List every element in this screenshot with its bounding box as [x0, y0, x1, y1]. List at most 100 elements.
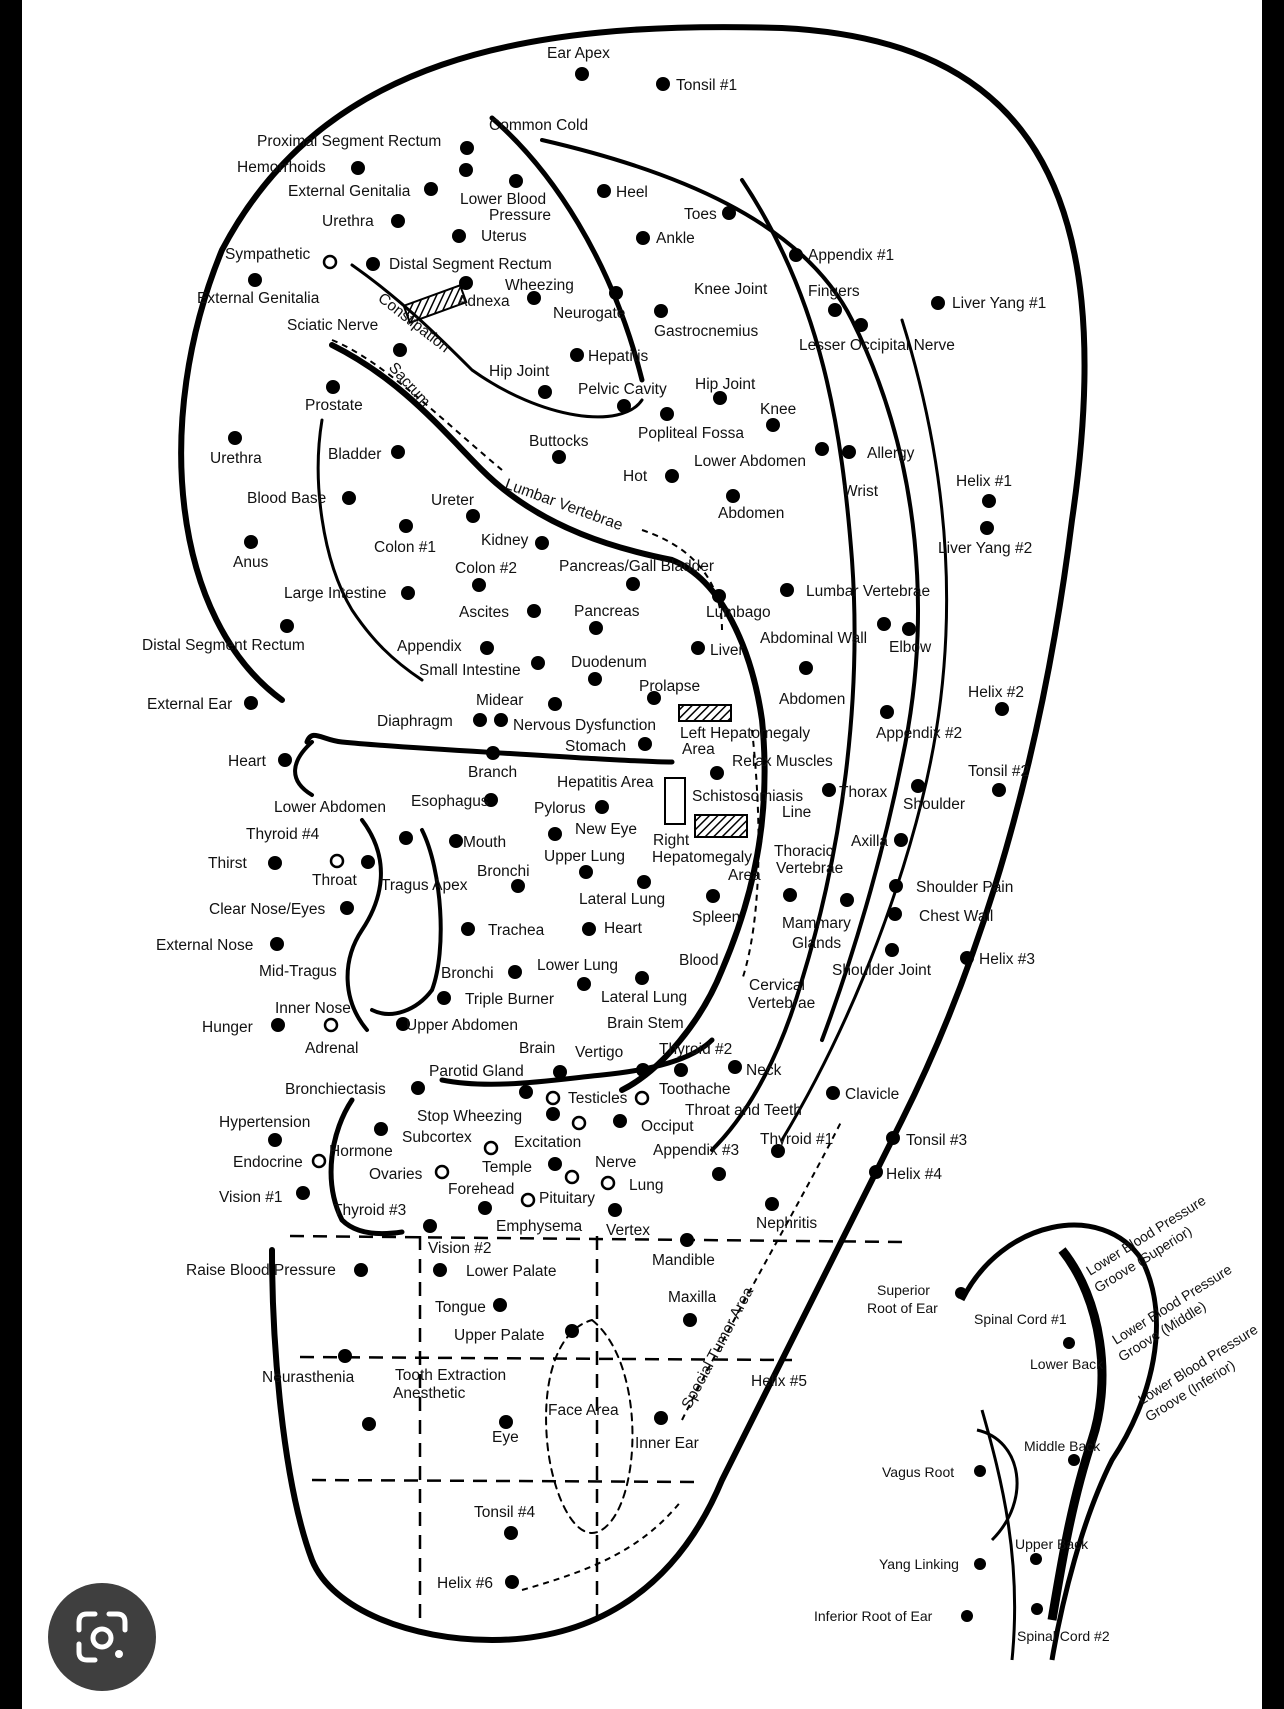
label-liver: Liver: [710, 642, 744, 659]
acupoint-dot: [710, 766, 724, 780]
label-anus: Anus: [233, 554, 269, 571]
acupoint-dot: [527, 291, 541, 305]
label-mandible: Mandible: [652, 1252, 715, 1269]
label-adrenal: Adrenal: [305, 1040, 358, 1057]
helix-inner-band-b: [710, 178, 857, 1152]
label-testicles: Testicles: [568, 1090, 628, 1107]
acupoint-dot: [960, 951, 974, 965]
label-external-ear: External Ear: [147, 696, 232, 713]
acupoint-dot: [460, 141, 474, 155]
label-midear: Midear: [476, 692, 523, 709]
label-knee: Knee: [760, 401, 796, 418]
acupoint-dot: [713, 391, 727, 405]
label-temple: Temple: [482, 1159, 532, 1176]
acupoint-dot: [433, 1263, 447, 1277]
lens-search-button[interactable]: [48, 1583, 156, 1691]
label-schistosomiasis-2: Line: [782, 804, 811, 821]
concha-left-edge: [316, 418, 424, 682]
lumbago-dashed-path: [641, 529, 723, 631]
acupoint-dot: [766, 418, 780, 432]
acupoint-dot: [674, 1063, 688, 1077]
label-pituitary: Pituitary: [539, 1190, 595, 1207]
label-helix-2: Helix #2: [968, 684, 1024, 701]
label-mammary-glands-1: Mammary: [782, 915, 851, 932]
lobule-grid: [289, 1234, 903, 1620]
inferior-crus: [350, 263, 644, 419]
label-tooth-extraction-1: Tooth Extraction: [395, 1367, 506, 1384]
acupoint-dot: [401, 586, 415, 600]
label-superior-root-2: Root of Ear: [867, 1300, 938, 1316]
label-tragus-apex: Tragus Apex: [381, 877, 468, 894]
acupoint-dot: [499, 1415, 513, 1429]
label-right-hepatomegaly-3: Area: [728, 867, 761, 884]
acupoint-dot: [980, 521, 994, 535]
helix-outer-rim: [178, 24, 1088, 1644]
acupoint-dot: [366, 257, 380, 271]
label-heart-mid: Heart: [604, 920, 643, 937]
hatched-areas: [402, 284, 748, 838]
label-hepatitis-area: Hepatitis Area: [557, 774, 654, 791]
label-tonsil-4: Tonsil #4: [474, 1504, 536, 1521]
acupoint-dot: [548, 827, 562, 841]
label-uterus: Uterus: [481, 228, 527, 245]
acupoint-dot: [484, 793, 498, 807]
open-point: [483, 1140, 499, 1156]
acupoint-dot: [726, 489, 740, 503]
label-abdomen-right: Abdomen: [779, 691, 845, 708]
label-duodenum: Duodenum: [571, 654, 647, 671]
label-abdominal-wall: Abdominal Wall: [760, 630, 867, 647]
ear-acupuncture-diagram: Ear Apex Tonsil #1 Common Cold Proximal …: [142, 24, 1261, 1661]
acupoint-dot: [1030, 1553, 1042, 1565]
open-point: [311, 1153, 327, 1169]
label-branch: Branch: [468, 764, 517, 781]
acupoint-dot: [531, 656, 545, 670]
acupoint-dot: [508, 965, 522, 979]
label-left-hepatomegaly-2: Area: [682, 741, 715, 758]
label-appendix-3: Appendix #3: [653, 1142, 739, 1159]
acupoint-dot: [278, 753, 292, 767]
label-helix-1: Helix #1: [956, 473, 1012, 490]
acupoint-dots: [228, 67, 1080, 1622]
lobule-ellipse: [545, 1319, 634, 1534]
label-buttocks: Buttocks: [529, 433, 589, 450]
label-occiput: Occiput: [641, 1118, 694, 1135]
label-adnexa: Adnexa: [457, 293, 510, 310]
acupoint-dot: [270, 937, 284, 951]
acupoint-dot: [579, 865, 593, 879]
acupoint-dot: [840, 893, 854, 907]
label-distal-segment-rectum-top: Distal Segment Rectum: [389, 256, 552, 273]
acupoint-dot: [783, 888, 797, 902]
label-inner-nose: Inner Nose: [275, 1000, 351, 1017]
acupoint-dot: [877, 617, 891, 631]
label-lower-blood-pressure-1: Lower Blood: [460, 191, 546, 208]
label-neck: Neck: [746, 1062, 782, 1079]
label-common-cold: Common Cold: [489, 117, 588, 134]
open-point: [600, 1175, 616, 1191]
label-esophagus: Esophagus: [411, 793, 489, 810]
label-forehead: Forehead: [448, 1181, 514, 1198]
acupoint-dot: [459, 276, 473, 290]
acupoint-dot: [780, 583, 794, 597]
acupoint-dot: [995, 702, 1009, 716]
label-appendix-2: Appendix #2: [876, 725, 962, 742]
acupoint-dot: [437, 991, 451, 1005]
label-tonsil-3: Tonsil #3: [906, 1132, 967, 1149]
label-heel: Heel: [616, 184, 648, 201]
acupoint-dot: [1068, 1454, 1080, 1466]
label-raise-blood-pressure: Raise Blood Pressure: [186, 1262, 336, 1279]
acupoint-dot: [354, 1263, 368, 1277]
acupoint-dot: [271, 1018, 285, 1032]
label-inferior-root: Inferior Root of Ear: [814, 1608, 933, 1624]
label-bronchi-lower: Bronchi: [441, 965, 494, 982]
acupoint-dot: [244, 696, 258, 710]
acupoint-dot: [613, 1114, 627, 1128]
label-mammary-glands-2: Glands: [792, 935, 841, 952]
acupoint-dot: [480, 641, 494, 655]
label-lung: Lung: [629, 1177, 663, 1194]
label-lower-lung: Lower Lung: [537, 957, 618, 974]
label-external-genitalia-top: External Genitalia: [288, 183, 411, 200]
label-lateral-lung-lower: Lateral Lung: [601, 989, 687, 1006]
acupoint-dot: [494, 713, 508, 727]
acupoint-dot: [789, 248, 803, 262]
label-brain-stem: Brain Stem: [607, 1015, 684, 1032]
